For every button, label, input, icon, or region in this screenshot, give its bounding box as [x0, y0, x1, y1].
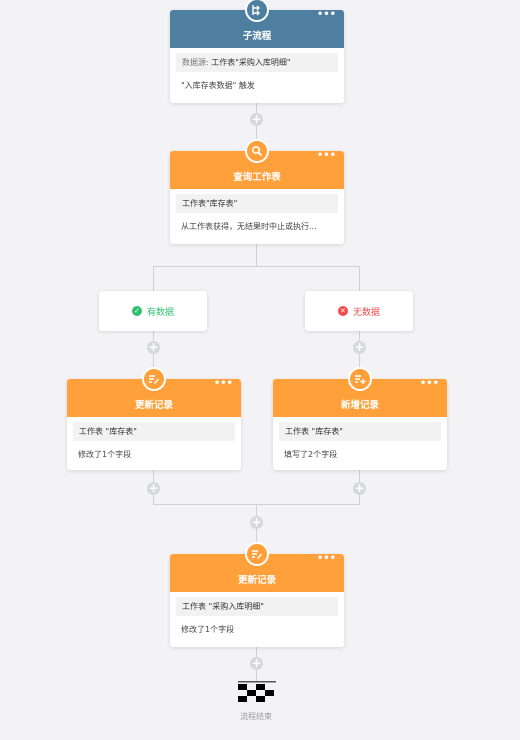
add-node-button[interactable]: + — [147, 340, 160, 354]
node-title: 子流程 — [242, 31, 272, 42]
add-node-button[interactable]: + — [353, 481, 366, 495]
more-menu-icon[interactable]: ••• — [419, 378, 439, 389]
add-node-button[interactable]: + — [147, 481, 160, 495]
node-sheet-chip: 工作表"库存表" — [176, 194, 338, 213]
node-title: 查询工作表 — [233, 172, 281, 183]
x-circle-icon: ✕ — [337, 306, 348, 316]
query-sheet-node[interactable]: 查询工作表 ••• 工作表"库存表" 从工作表获得，无结果时中止或执行... — [170, 139, 344, 244]
node-title: 新增记录 — [340, 400, 379, 411]
edit-record-icon — [245, 542, 269, 566]
branch-label: 无数据 — [352, 307, 380, 318]
node-description: "入库存表数据" 触发 — [181, 81, 255, 90]
chip-value: 工作表"采购入库明细" — [211, 58, 291, 67]
branch-has-data[interactable]: ✓ 有数据 — [99, 291, 207, 331]
connector — [359, 266, 360, 291]
add-node-button[interactable]: + — [353, 340, 366, 354]
connector — [153, 266, 154, 291]
connector — [153, 331, 154, 379]
branch-label: 有数据 — [146, 307, 174, 318]
connector — [256, 103, 257, 151]
more-menu-icon[interactable]: ••• — [316, 150, 336, 161]
more-menu-icon[interactable]: ••• — [213, 378, 233, 389]
node-description: 修改了1个字段 — [78, 450, 132, 459]
node-header: 新增记录 ••• — [273, 379, 447, 417]
add-node-button[interactable]: + — [250, 515, 263, 529]
more-menu-icon[interactable]: ••• — [316, 9, 336, 20]
node-title: 更新记录 — [134, 400, 173, 411]
node-title: 更新记录 — [237, 575, 276, 586]
add-record-node[interactable]: 新增记录 ••• 工作表 "库存表" 填写了2个字段 — [273, 367, 447, 470]
node-sheet-chip: 工作表 "采购入库明细" — [176, 597, 338, 616]
finish-flag-icon — [238, 681, 276, 702]
subprocess-icon — [245, 0, 269, 22]
node-description: 修改了1个字段 — [181, 625, 235, 634]
check-circle-icon: ✓ — [131, 306, 142, 316]
branch-no-data[interactable]: ✕ 无数据 — [305, 291, 413, 331]
add-node-button[interactable]: + — [250, 112, 263, 126]
update-record-node[interactable]: 更新记录 ••• 工作表 "采购入库明细" 修改了1个字段 — [170, 542, 344, 647]
connector — [256, 504, 257, 554]
node-description: 从工作表获得，无结果时中止或执行... — [181, 222, 317, 231]
more-menu-icon[interactable]: ••• — [316, 553, 336, 564]
connector — [256, 244, 257, 266]
subprocess-node[interactable]: 子流程 ••• 数据源: 工作表"采购入库明细" "入库存表数据" 触发 — [170, 0, 344, 103]
node-description: 填写了2个字段 — [284, 450, 338, 459]
connector — [153, 266, 360, 267]
node-sheet-chip: 工作表 "库存表" — [279, 422, 441, 441]
node-sheet-chip: 工作表 "库存表" — [73, 422, 235, 441]
flow-end-label: 流程结束 — [240, 712, 272, 721]
node-source-chip: 数据源: 工作表"采购入库明细" — [176, 53, 338, 72]
search-icon — [245, 139, 269, 163]
update-record-node[interactable]: 更新记录 ••• 工作表 "库存表" 修改了1个字段 — [67, 367, 241, 470]
add-node-button[interactable]: + — [250, 656, 263, 670]
edit-record-icon — [142, 367, 166, 391]
chip-key: 数据源: — [182, 58, 209, 67]
add-record-icon — [348, 367, 372, 391]
connector — [359, 331, 360, 379]
